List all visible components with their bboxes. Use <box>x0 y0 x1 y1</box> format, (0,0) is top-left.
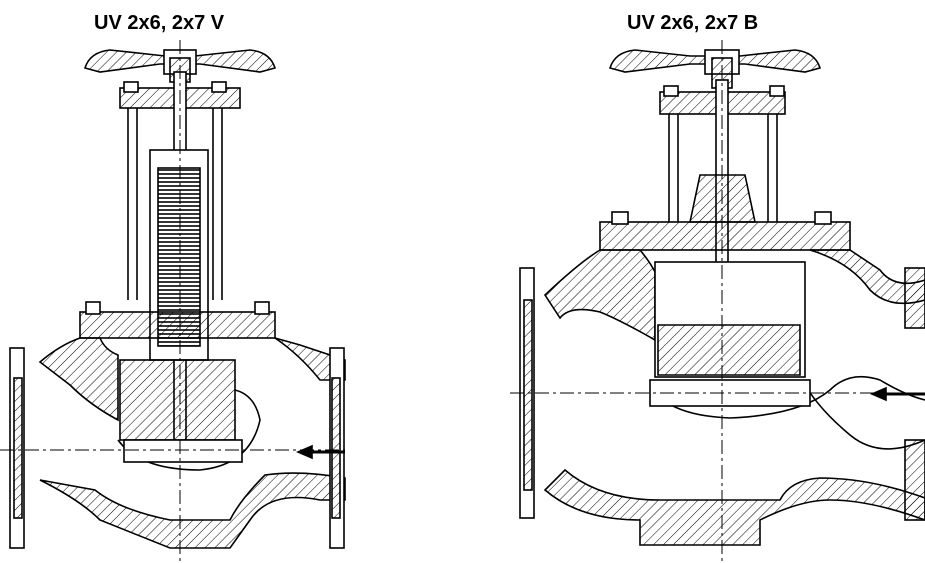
valve-b-drawing <box>510 40 925 563</box>
valve-b-title: UV 2x6, 2x7 B <box>627 12 759 34</box>
valve-v-drawing <box>0 40 346 563</box>
valve-v-title: UV 2x6, 2x7 V <box>94 12 225 34</box>
handwheel-right <box>608 49 822 89</box>
